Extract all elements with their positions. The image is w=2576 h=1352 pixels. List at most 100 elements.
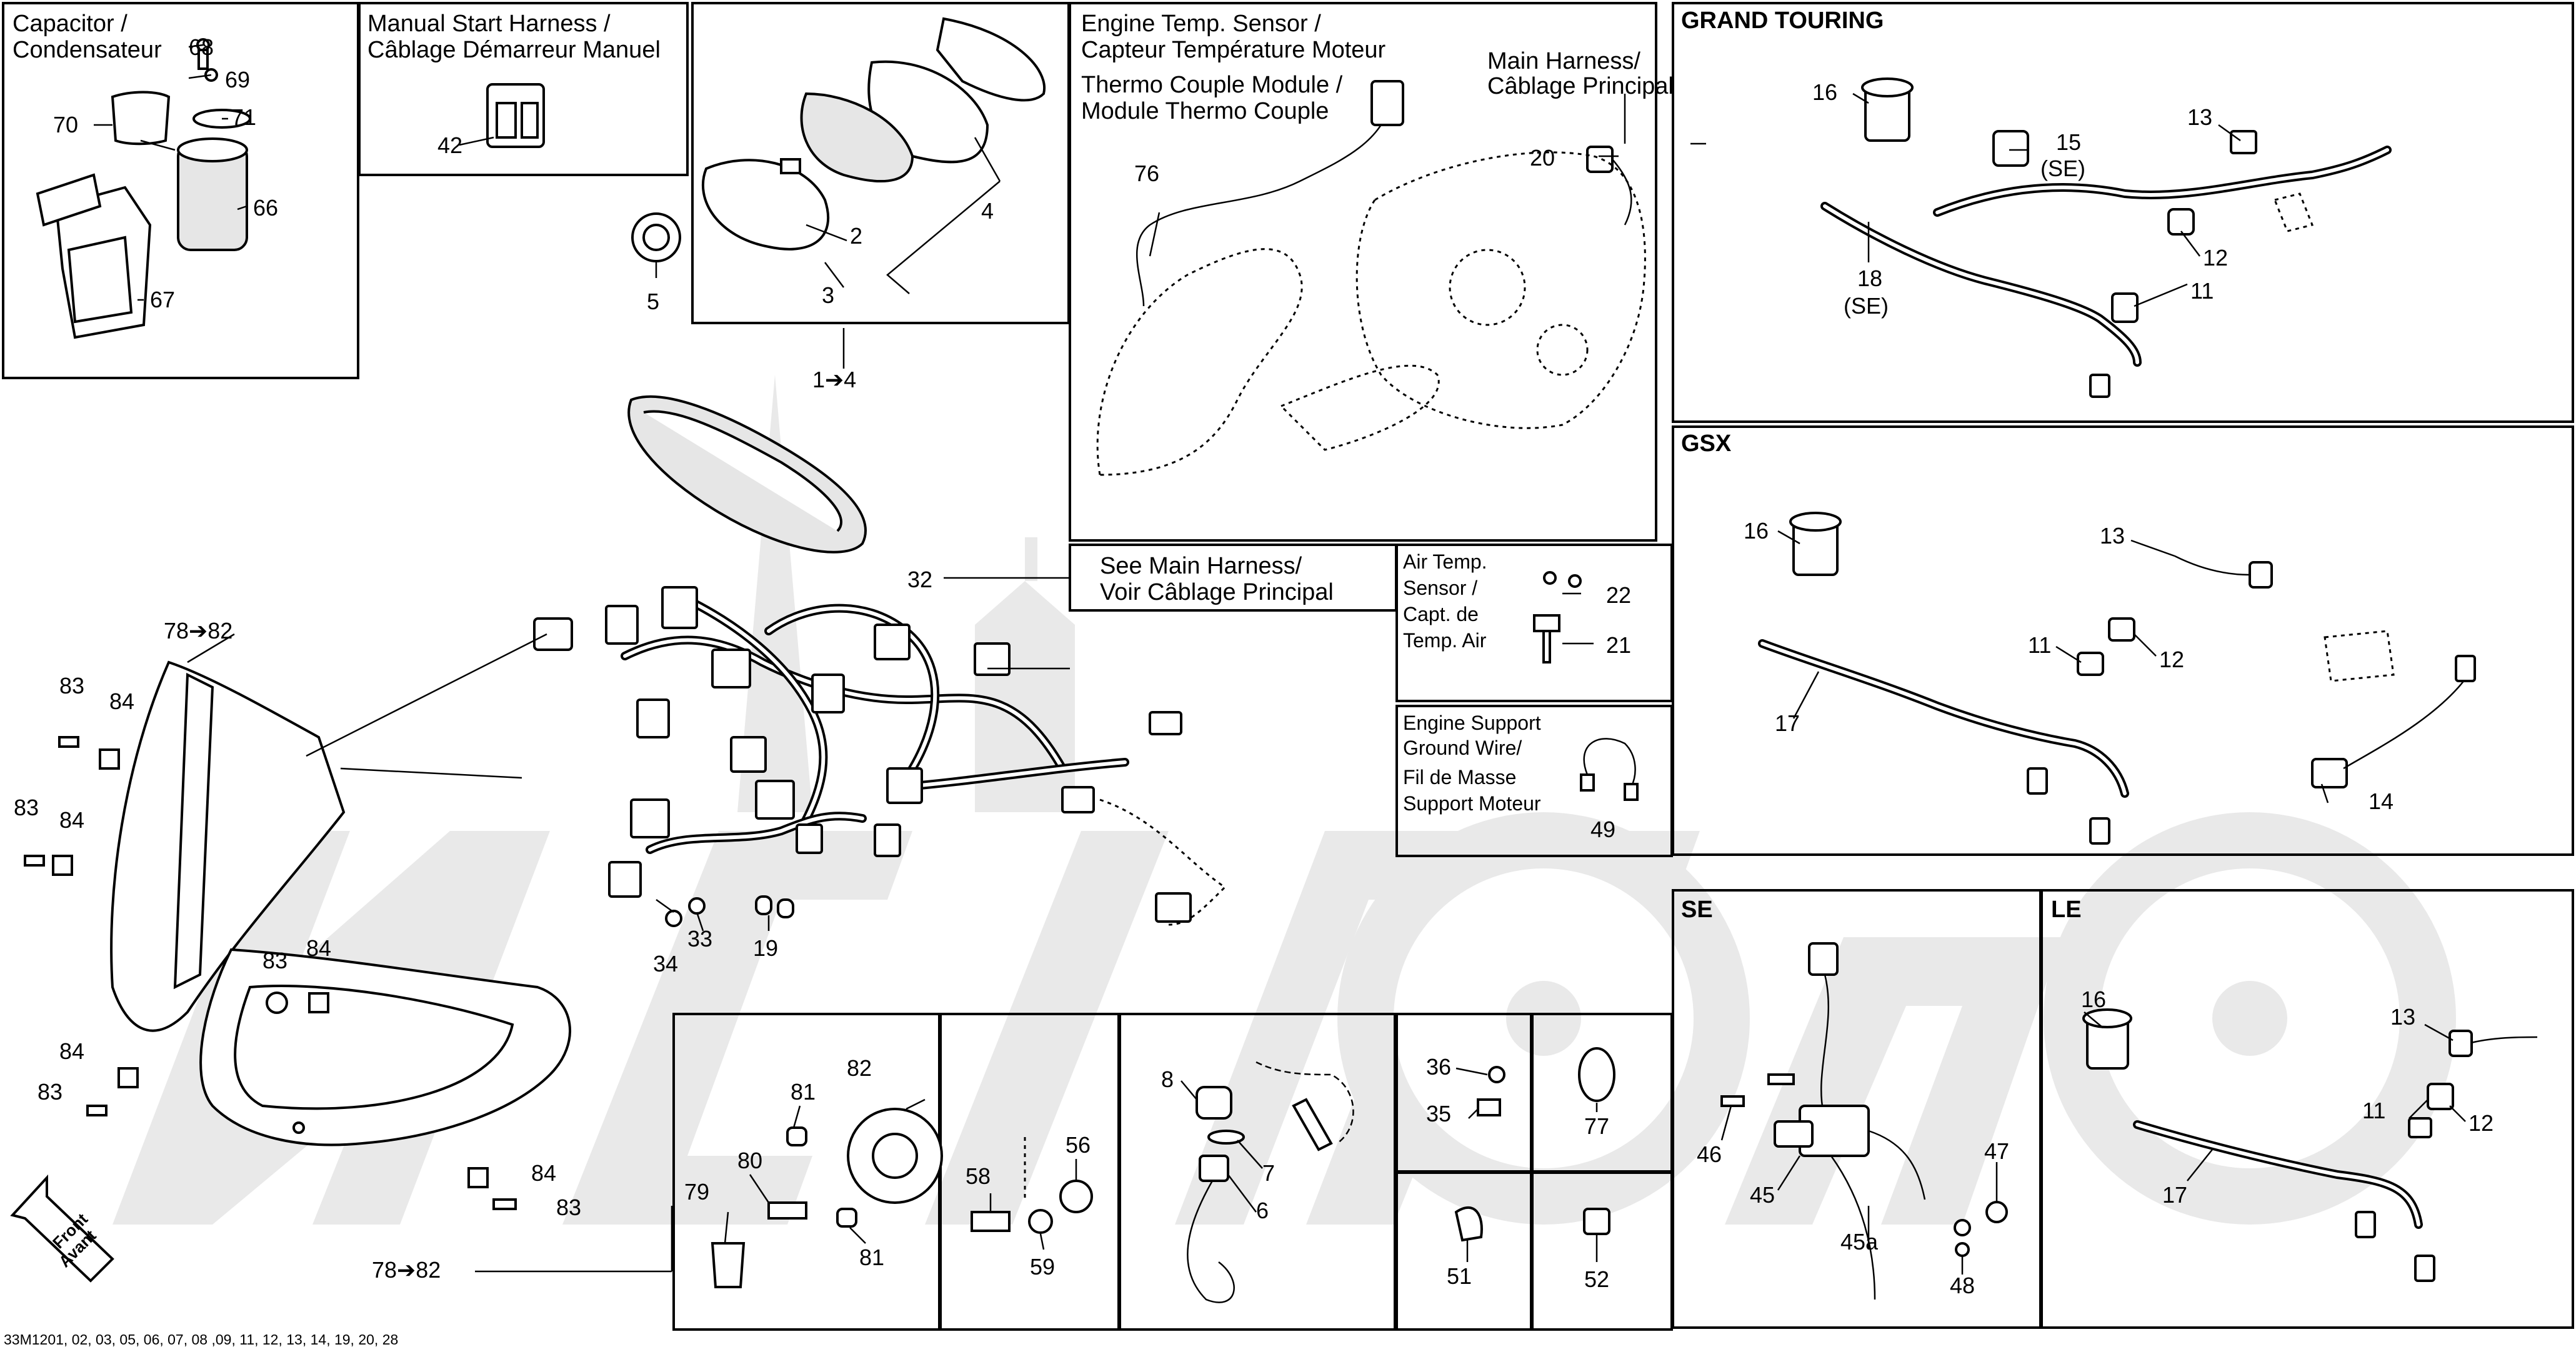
se-callout-47: 47	[1984, 1138, 2009, 1164]
callout-84-d: 84	[59, 1038, 84, 1064]
engine-temp-title-line4: Module Thermo Couple	[1081, 98, 1329, 124]
callout-52: 52	[1584, 1266, 1609, 1292]
front-direction-arrow: Front Avant	[10, 1174, 114, 1283]
section-titles: Capacitor / Condensateur Manual Start Ha…	[12, 7, 2082, 923]
bulb-parts	[711, 1108, 943, 1288]
manual-start-title-line2: Câblage Démarreur Manuel	[367, 37, 661, 63]
air-temp-line3: Capt. de	[1403, 603, 1479, 625]
callout-34: 34	[653, 951, 678, 977]
le-callout-17: 17	[2162, 1182, 2187, 1208]
gt-callout-18: 18	[1857, 266, 1882, 291]
gsx-callout-14: 14	[2369, 788, 2394, 814]
engine-temp-title-line3: Thermo Couple Module /	[1081, 72, 1343, 98]
callout-19: 19	[753, 935, 778, 961]
callout-66: 66	[253, 195, 278, 221]
callout-4: 4	[981, 198, 994, 224]
gt-callout-15-se: (SE)	[2040, 156, 2085, 181]
le-callout-11: 11	[2362, 1098, 2385, 1123]
callout-2: 2	[850, 223, 862, 249]
callout-83-d: 83	[37, 1079, 62, 1105]
gsx-callout-16: 16	[1744, 518, 1769, 544]
callout-33: 33	[687, 926, 712, 952]
callout-6: 6	[1256, 1198, 1269, 1223]
gt-callout-15: 15	[2056, 129, 2081, 155]
tether-switch-parts	[1187, 1061, 1354, 1303]
air-temp-line1: Air Temp.	[1403, 550, 1487, 573]
le-harness	[2082, 1008, 2538, 1282]
brand-watermark	[112, 375, 2456, 1225]
callout-79: 79	[684, 1179, 709, 1205]
air-temp-line4: Temp. Air	[1403, 629, 1487, 652]
callout-83-b: 83	[14, 795, 39, 820]
engine-support-line4: Support Moteur	[1403, 792, 1541, 815]
callout-69: 69	[225, 67, 250, 92]
grand-touring-harness	[1820, 77, 2392, 398]
engine-support-line1: Engine Support	[1403, 712, 1541, 734]
callout-56: 56	[1066, 1132, 1091, 1158]
callout-1-to-4: 1➔4	[812, 367, 856, 392]
engine-temp-parts	[1096, 80, 1646, 476]
diagram-reference-code: 33M1201, 02, 03, 05, 06, 07, 08 ,09, 11,…	[4, 1331, 398, 1348]
gsx-harness	[1758, 512, 2476, 845]
callout-36: 36	[1426, 1054, 1451, 1080]
le-callout-12: 12	[2469, 1110, 2494, 1136]
callout-84-a: 84	[109, 688, 134, 714]
main-harness-assembly	[533, 395, 1227, 927]
callout-49: 49	[1590, 817, 1615, 842]
se-callout-45: 45	[1750, 1182, 1775, 1208]
capacitor-title-line2: Condensateur	[12, 37, 162, 63]
engine-ground-wire	[1580, 738, 1639, 801]
gt-callout-18-se: (SE)	[1844, 293, 1889, 319]
callout-82: 82	[847, 1055, 872, 1081]
engine-temp-title-line1: Engine Temp. Sensor /	[1081, 11, 1321, 37]
callout-8: 8	[1161, 1066, 1174, 1092]
capacitor-title-line1: Capacitor /	[12, 11, 127, 37]
se-callout-48: 48	[1950, 1273, 1975, 1298]
air-temp-line2: Sensor /	[1403, 577, 1477, 599]
callout-22: 22	[1606, 582, 1631, 608]
gt-callout-16: 16	[1812, 79, 1837, 105]
callout-83-e: 83	[556, 1195, 581, 1220]
engine-temp-title-line2: Capteur Température Moteur	[1081, 37, 1386, 63]
callout-58: 58	[966, 1163, 991, 1189]
se-parts	[1720, 942, 2008, 1300]
air-temp-sensor	[1533, 571, 1582, 664]
capacitor-parts	[36, 38, 251, 339]
callout-35: 35	[1426, 1101, 1451, 1126]
se-callout-45a: 45a	[1840, 1229, 1879, 1255]
callout-7: 7	[1262, 1160, 1275, 1186]
main-harness-ref-line1: Main Harness/	[1487, 48, 1640, 74]
gsx-title: GSX	[1681, 430, 1732, 457]
gt-callout-11: 11	[2190, 278, 2214, 304]
se-callout-46: 46	[1697, 1141, 1722, 1167]
callout-51: 51	[1447, 1263, 1472, 1289]
le-callout-16: 16	[2081, 987, 2106, 1012]
le-callout-13: 13	[2390, 1004, 2415, 1030]
callout-21: 21	[1606, 632, 1631, 658]
gsx-callout-11: 11	[2028, 632, 2051, 658]
gauge-cluster-parts	[631, 17, 1046, 262]
gsx-callout-17: 17	[1775, 710, 1800, 736]
gt-callout-13: 13	[2187, 104, 2212, 130]
callout-20: 20	[1530, 145, 1555, 171]
gsx-callout-12: 12	[2159, 647, 2184, 672]
gsx-callout-13: 13	[2100, 523, 2125, 549]
main-harness-ref-line2: Câblage Principal	[1487, 73, 1674, 99]
callout-32: 32	[907, 567, 932, 592]
engine-support-line3: Fil de Masse	[1403, 766, 1516, 788]
callout-84-e: 84	[531, 1160, 556, 1186]
callout-80: 80	[737, 1148, 762, 1173]
fasteners-83-84	[24, 736, 517, 1210]
engine-support-line2: Ground Wire/	[1403, 737, 1522, 759]
callout-77: 77	[1584, 1113, 1609, 1139]
gt-callout-12: 12	[2203, 245, 2228, 271]
grand-touring-title: GRAND TOURING	[1681, 7, 1884, 34]
callout-81-a: 81	[791, 1079, 816, 1105]
manual-start-title-line1: Manual Start Harness /	[367, 11, 611, 37]
callout-84-b: 84	[59, 807, 84, 833]
callout-81-b: 81	[859, 1245, 884, 1270]
callout-68: 68	[189, 34, 214, 60]
manual-start-harness-part	[486, 83, 545, 148]
